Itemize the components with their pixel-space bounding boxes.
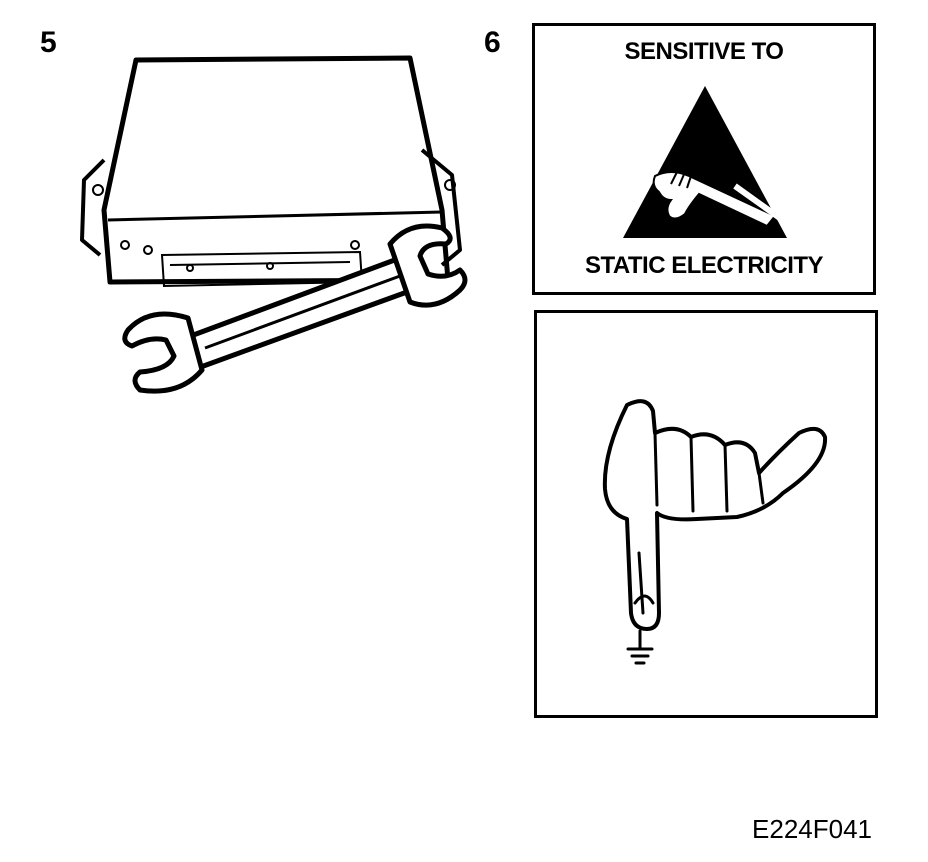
grounding-panel	[534, 310, 878, 718]
warning-text-bottom: STATIC ELECTRICITY	[584, 252, 824, 279]
ground-symbol-icon	[626, 629, 654, 665]
esd-warning-triangle-icon	[623, 86, 793, 238]
wrench-icon	[122, 223, 468, 394]
esd-warning-label: SENSITIVE TO STATIC ELECTRICITY	[532, 23, 876, 295]
step-6-number: 6	[484, 26, 501, 59]
step-5-number: 5	[40, 26, 57, 59]
grounded-finger-icon	[602, 399, 828, 631]
figure-code: E224F041	[752, 814, 872, 844]
warning-text-top: SENSITIVE TO	[624, 38, 784, 65]
